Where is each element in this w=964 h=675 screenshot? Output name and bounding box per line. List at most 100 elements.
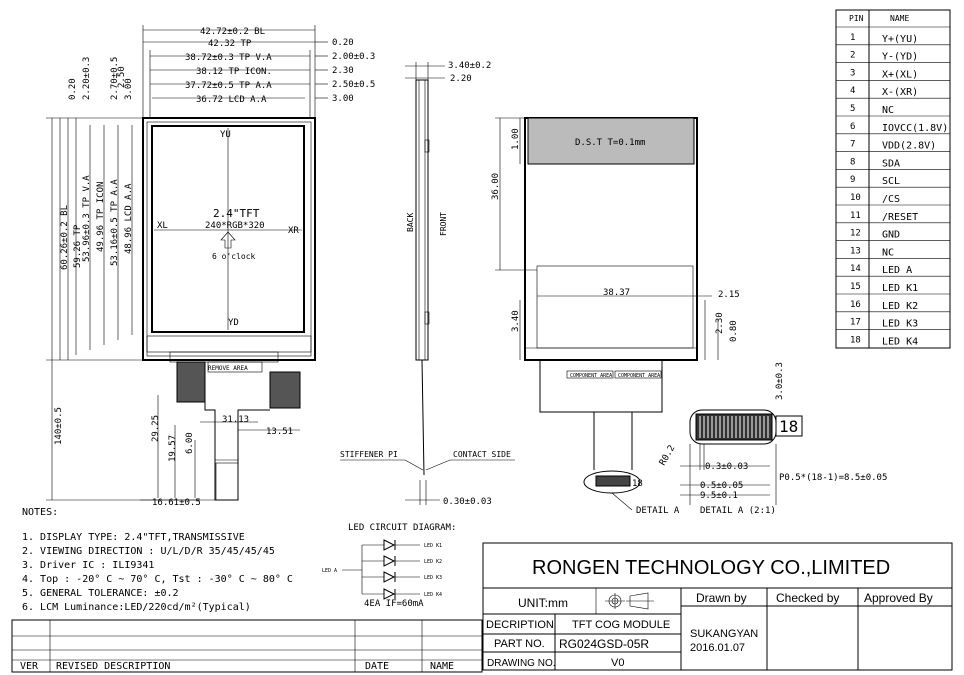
label-yd: YD (228, 318, 239, 328)
back-dim-4: 3.40 (511, 310, 521, 332)
pin-name: IOVCC(1.8V) (882, 123, 948, 134)
pin-name: X+(XL) (882, 69, 918, 80)
rev-header-ver: VER (20, 661, 39, 672)
fpc-dim-0: 31.13 (222, 415, 249, 425)
label-yu: YU (220, 130, 231, 140)
fpc-dim-2: 29.25 (151, 415, 161, 442)
module-outline (142, 117, 316, 361)
dim-left-inner-6: 2.50 (117, 66, 127, 88)
fpc-dim-3: 19.57 (168, 435, 178, 462)
pin-number: 8 (850, 157, 855, 167)
side-dim-1: 2.20 (450, 74, 472, 84)
fpc-back (539, 359, 663, 413)
dim-topright-0: 0.20 (332, 38, 354, 48)
drawn-by-date: 2016.01.07 (690, 642, 745, 654)
note-1: 1. DISPLAY TYPE: 2.4"TFT,TRANSMISSIVE (22, 532, 245, 543)
remove-area-label: REMOVE AREA (208, 365, 248, 372)
note-3: 3. Driver IC : ILI9341 (22, 560, 154, 571)
approved-by-label: Approved By (864, 591, 933, 605)
pin-number: 13 (850, 246, 861, 256)
dim-top-2: 38.72±0.3 TP V.A (185, 53, 272, 63)
pin-number: 18 (850, 335, 861, 345)
dim-topright-2: 2.30 (332, 66, 354, 76)
pin-name: NC (882, 247, 894, 258)
rev-header-date: DATE (365, 661, 389, 672)
pin-name: /RESET (882, 212, 918, 223)
back-dim-5: 2.30 (715, 312, 725, 334)
pin-name: SDA (882, 158, 900, 169)
back-dim-2: 38.37 (603, 288, 630, 298)
notes: NOTES: 1. DISPLAY TYPE: 2.4"TFT,TRANSMIS… (22, 507, 293, 613)
component-area-2: COMPONENT AREA (618, 373, 660, 379)
led-k4: LED K4 (424, 592, 442, 598)
pin-name: /CS (882, 194, 900, 205)
pin-name: GND (882, 230, 900, 241)
led-k2: LED K2 (424, 559, 442, 565)
dim-top-3: 38.12 TP ICON. (196, 67, 272, 77)
dim-top-4: 37.72±0.5 TP A.A (185, 81, 272, 91)
led-k3: LED K3 (424, 575, 442, 581)
dim-left-inner-3: 53.16±0.5 TP A.A (110, 179, 120, 266)
center-resolution: 240*RGB*320 (205, 221, 265, 231)
dim-topright-4: 3.00 (332, 94, 354, 104)
center-view: 6 o'clock (212, 252, 256, 261)
detail-dim-0: 0.3±0.03 (705, 462, 748, 472)
pin-number: 4 (850, 86, 855, 96)
pin-number: 2 (850, 51, 855, 61)
fpc-dim-4: 6.00 (185, 432, 195, 454)
active-area (151, 125, 305, 333)
pin-name: LED K2 (882, 301, 918, 312)
detail-dim-3: P0.5*(18-1)=8.5±0.05 (779, 473, 887, 483)
pin-name: NC (882, 105, 894, 116)
note-2: 2. VIEWING DIRECTION : U/L/D/R 35/45/45/… (22, 546, 275, 557)
drawing-no-label: DRAWING NO. (487, 658, 556, 669)
dst-label: D.S.T T=0.1mm (575, 138, 645, 148)
led-diode-icons (383, 539, 396, 600)
led-spec: 4EA IF=60mA (364, 599, 424, 609)
pin-number: 17 (850, 318, 861, 328)
component-area-1: COMPONENT AREA (570, 373, 612, 379)
projection-symbol-icon (605, 592, 654, 610)
revision-table: VER REVISED DESCRIPTION DATE NAME (11, 619, 483, 673)
back-dim-7: 3.0±0.3 (775, 362, 785, 400)
detail-a-radius: R0.2 (658, 444, 678, 468)
label-xl: XL (157, 221, 168, 231)
pin-name: SCL (882, 176, 900, 187)
back-dim-3: 2.15 (718, 290, 740, 300)
pin-number: 14 (850, 264, 861, 274)
pin-number: 5 (850, 104, 855, 114)
drawn-by-name: SUKANGYAN (690, 628, 758, 640)
pin-name: X-(XR) (882, 87, 918, 98)
back-label: BACK (406, 213, 415, 232)
detail-a-count: 18 (779, 417, 798, 436)
dim-left-outer-0: 60.26±0.2 BL (60, 205, 70, 270)
note-5: 5. GENERAL TOLERANCE: ±0.2 (22, 588, 179, 599)
dim-left-inner-0: 59.26 TP (73, 224, 83, 268)
dst-area (527, 117, 695, 165)
pin-name: VDD(2.8V) (882, 141, 936, 152)
label-xr: XR (288, 226, 299, 236)
pin-number: 9 (850, 175, 855, 185)
unit-label: UNIT:mm (518, 596, 568, 610)
pin-number: 7 (850, 140, 855, 150)
pin-header-pin: PIN (849, 14, 864, 23)
dim-left-inner-4: 48.96 LCD A.A (124, 183, 134, 254)
pin-number: 6 (850, 122, 855, 132)
title-block: RONGEN TECHNOLOGY CO.,LIMITED UNIT:mm DE… (482, 542, 953, 671)
back-view: D.S.T T=0.1mm COMPONENT AREA COMPONENT A… (491, 117, 785, 516)
back-dim-1: 36.00 (491, 173, 501, 200)
back-dim-6: 0.80 (729, 320, 739, 342)
center-title: 2.4"TFT (213, 207, 260, 220)
pin-number: 16 (850, 300, 861, 310)
back-pad-count: 18 (632, 479, 643, 489)
pin-number: 3 (850, 68, 855, 78)
side-view: 3.40±0.2 2.20 BACK FRONT STIFFENER PI CO… (340, 61, 515, 507)
pin-number: 1 (850, 33, 855, 43)
notes-title: NOTES: (22, 507, 58, 518)
dim-top-1: 42.32 TP (208, 39, 252, 49)
pin-name: LED K3 (882, 319, 918, 330)
pin-name: Y+(YU) (882, 34, 918, 45)
led-circuit: LED CIRCUIT DIAGRAM: LED A LED K1 LED K2… (322, 523, 456, 609)
